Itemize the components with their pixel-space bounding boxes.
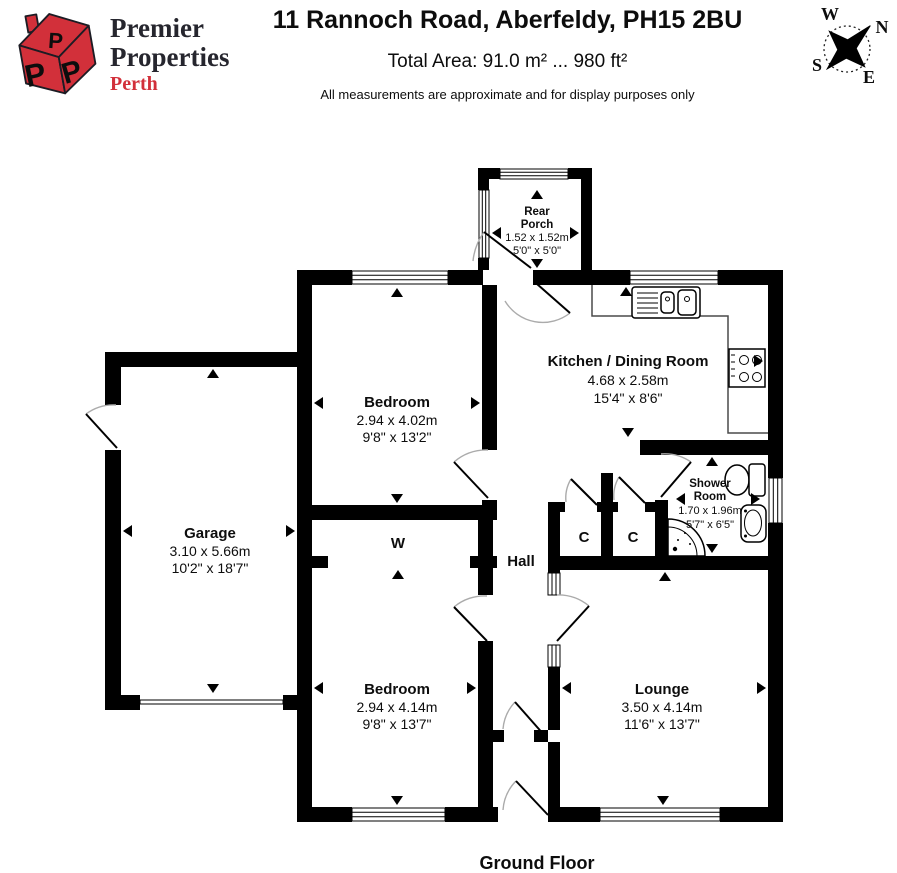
svg-text:9'8" x 13'7": 9'8" x 13'7" — [363, 716, 432, 732]
compass-east-label: E — [863, 67, 875, 87]
disclaimer-text: All measurements are approximate and for… — [320, 87, 695, 102]
door-swing-icon — [502, 701, 546, 737]
svg-text:2.94 x 4.02m: 2.94 x 4.02m — [357, 412, 438, 428]
room-label-shower-room: Shower — [689, 478, 731, 490]
svg-text:3.10 x 5.66m: 3.10 x 5.66m — [170, 543, 251, 559]
svg-text:Room: Room — [694, 491, 727, 503]
dimension-arrows — [123, 190, 766, 805]
window-icon — [351, 807, 446, 822]
compass-north-label: N — [876, 17, 889, 37]
door-swing-icon — [565, 478, 598, 506]
door-swing-icon — [556, 594, 590, 642]
logo-house-icon: P P P — [18, 13, 97, 95]
door-swing-icon — [504, 283, 571, 324]
wardrobe-label: W — [391, 535, 406, 552]
shower-icon — [667, 518, 706, 557]
room-label-lounge: Lounge — [635, 681, 689, 698]
svg-text:5'0" x 5'0": 5'0" x 5'0" — [513, 245, 561, 257]
hob-icon — [728, 348, 766, 388]
window-icon — [499, 168, 569, 180]
hall-label: Hall — [507, 553, 535, 570]
svg-text:4.68 x 2.58m: 4.68 x 2.58m — [588, 372, 669, 388]
closet-label: C — [628, 529, 639, 546]
compass-south-label: S — [812, 55, 822, 75]
logo-name-line2: Properties — [110, 42, 230, 73]
window-icon — [768, 477, 783, 524]
svg-text:11'6" x 13'7": 11'6" x 13'7" — [624, 716, 700, 732]
door-swing-icon — [613, 476, 646, 504]
total-area-text: Total Area: 91.0 m² ... 980 ft² — [387, 51, 628, 72]
basin-icon — [740, 504, 767, 543]
garage-door — [139, 699, 284, 705]
room-labels: Rear Porch 1.52 x 1.52m 5'0" x 5'0" Kitc… — [170, 206, 742, 732]
compass-icon: W N S E — [812, 4, 889, 87]
compass-west-label: W — [821, 4, 839, 24]
svg-text:1.52 x 1.52m: 1.52 x 1.52m — [505, 232, 569, 244]
room-label-rear-porch: Rear — [524, 206, 550, 218]
room-label-bedroom-2: Bedroom — [364, 681, 430, 698]
kitchen-counter — [591, 285, 768, 434]
svg-text:9'8" x 13'2": 9'8" x 13'2" — [363, 429, 432, 445]
logo-tagline: Perth — [110, 73, 158, 96]
window-icon — [599, 807, 721, 822]
walls — [105, 168, 783, 822]
premier-properties-logo: P P P Premier Properties Perth — [10, 6, 229, 96]
window-icon — [547, 572, 561, 596]
page-title: 11 Rannoch Road, Aberfeldy, PH15 2BU — [272, 6, 743, 34]
svg-text:3.50 x 4.14m: 3.50 x 4.14m — [622, 699, 703, 715]
door-swing-icon — [660, 453, 692, 498]
svg-text:1.70 x 1.96m: 1.70 x 1.96m — [678, 505, 742, 517]
svg-text:5'7" x 6'5": 5'7" x 6'5" — [686, 519, 734, 531]
room-label-bedroom-1: Bedroom — [364, 394, 430, 411]
window-icon — [629, 270, 719, 285]
closet-label: C — [579, 529, 590, 546]
door-swing-icon — [453, 449, 489, 499]
svg-text:2.94 x 4.14m: 2.94 x 4.14m — [357, 699, 438, 715]
room-label-kitchen: Kitchen / Dining Room — [548, 353, 709, 370]
door-swing-icon — [472, 231, 532, 269]
window-icon — [547, 644, 561, 668]
window-icon — [351, 270, 449, 285]
toilet-icon — [724, 463, 766, 497]
room-label-garage: Garage — [184, 525, 236, 542]
svg-text:Porch: Porch — [521, 219, 554, 231]
svg-text:15'4" x 8'6": 15'4" x 8'6" — [594, 390, 663, 406]
door-swing-icon — [453, 595, 488, 642]
svg-text:10'2" x 18'7": 10'2" x 18'7" — [172, 560, 249, 576]
door-swing-icon — [502, 780, 549, 816]
logo-name-line1: Premier — [110, 13, 204, 43]
sink-icon — [631, 286, 701, 319]
door-swing-icon — [85, 404, 118, 449]
floor-label: Ground Floor — [480, 853, 595, 873]
logo-letter-p: P — [47, 28, 63, 54]
window-icon — [478, 189, 490, 259]
header-title-block: 11 Rannoch Road, Aberfeldy, PH15 2BU Tot… — [200, 0, 815, 102]
